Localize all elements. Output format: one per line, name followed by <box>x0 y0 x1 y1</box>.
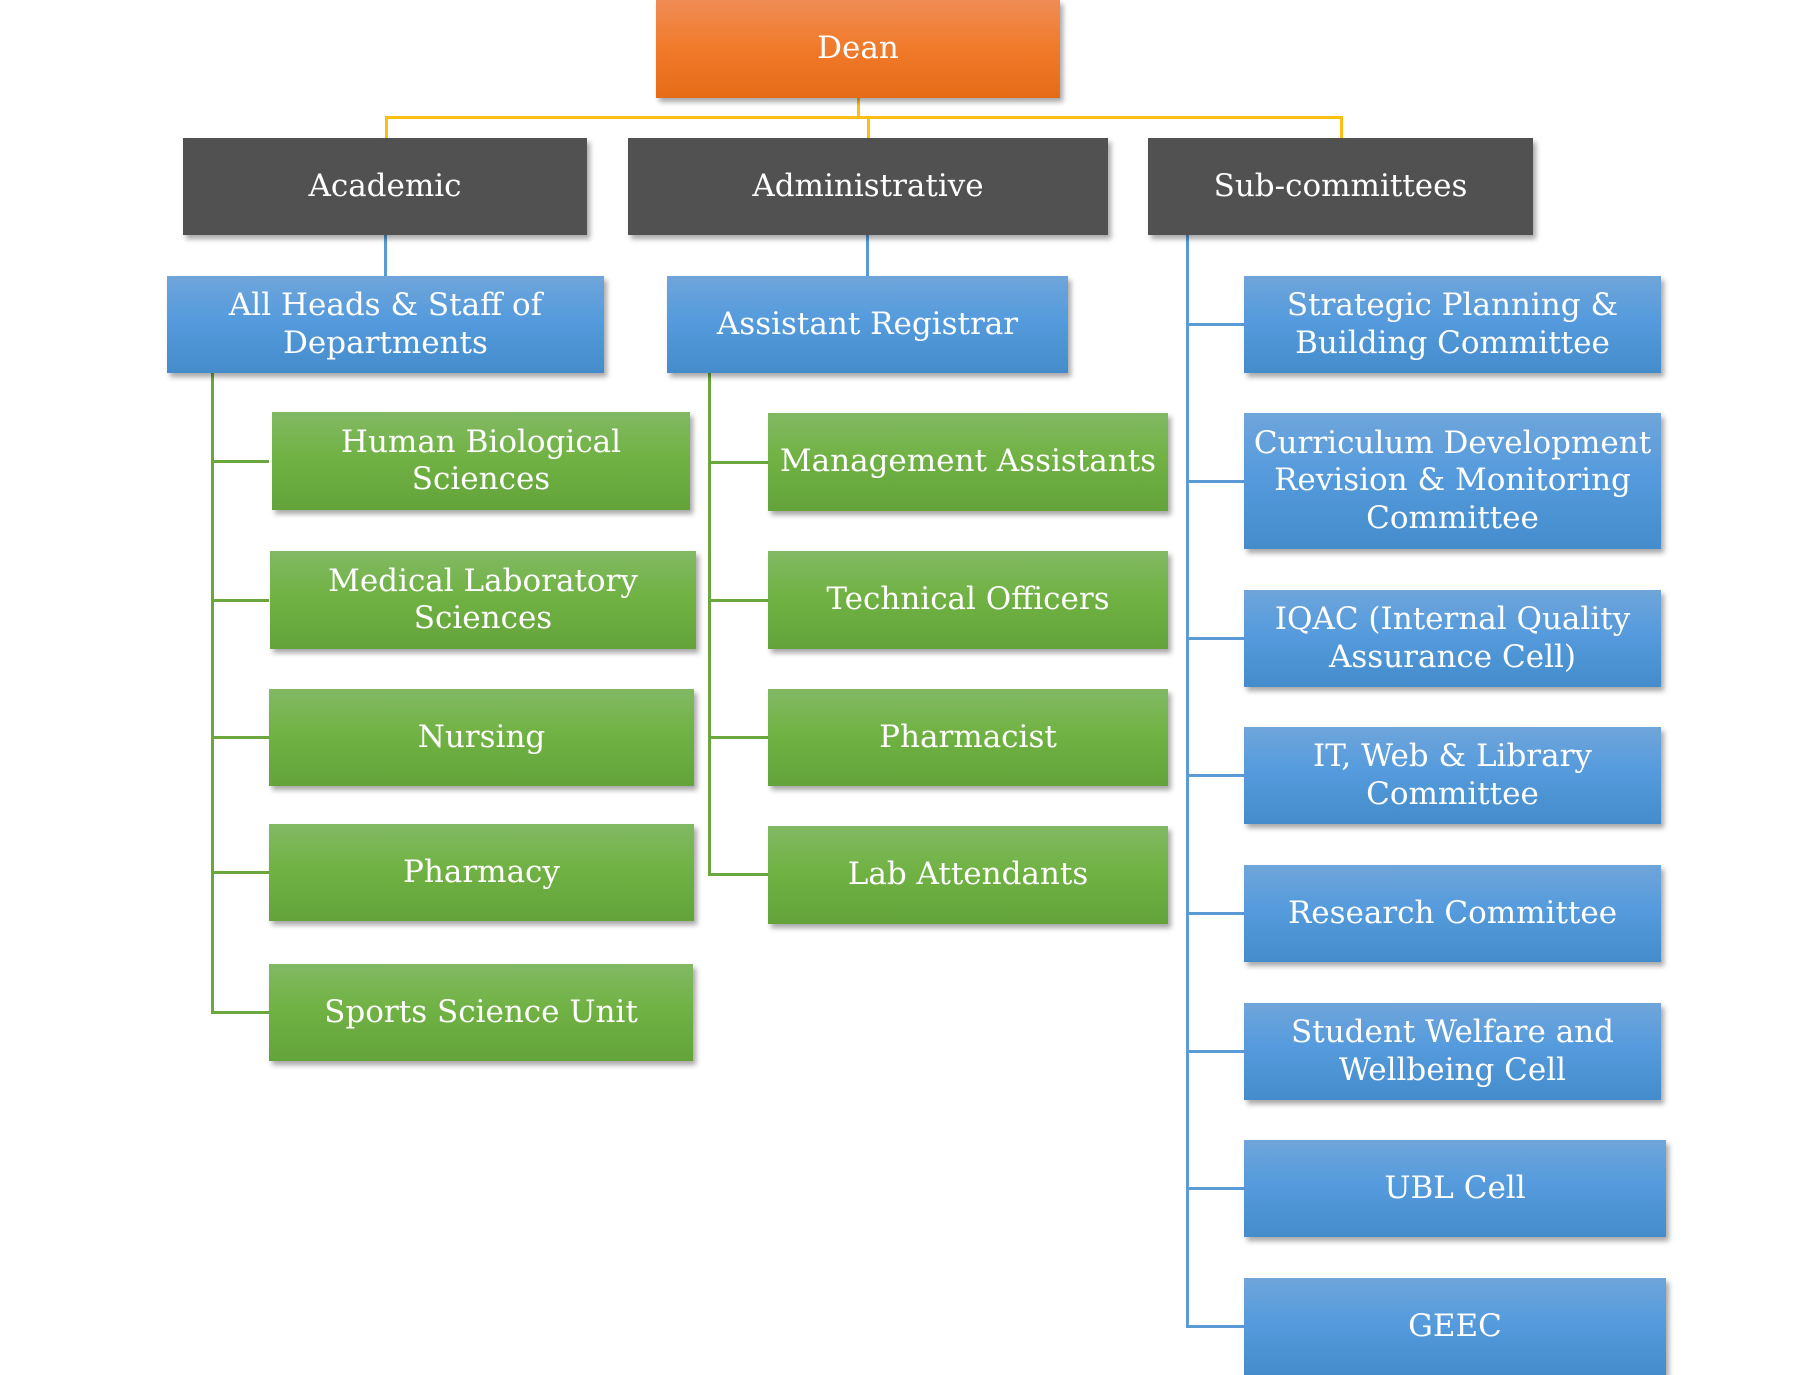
administrative-child-connector <box>708 736 768 739</box>
academic-head-node: All Heads & Staff of Departments <box>167 276 604 373</box>
subcommittee-label: GEEC <box>1408 1307 1502 1344</box>
subcommittee-node: IQAC (Internal Quality Assurance Cell) <box>1244 590 1661 687</box>
subcommittee-label: Strategic Planning & Building Committee <box>1286 287 1619 361</box>
subcommittee-label: Curriculum Development Revision & Monito… <box>1253 425 1652 536</box>
administrative-child-node: Technical Officers <box>768 551 1168 649</box>
academic-child-label: Sports Science Unit <box>324 993 638 1030</box>
subcommittee-node: Research Committee <box>1244 865 1661 962</box>
administrative-children-trunk <box>708 373 711 876</box>
subcommittee-connector <box>1186 1050 1244 1053</box>
administrative-child-node: Lab Attendants <box>768 826 1168 924</box>
academic-child-connector <box>211 736 269 739</box>
connector-administrative-head <box>866 235 869 276</box>
connector-dean-stem <box>857 98 860 117</box>
connector-to-administrative <box>867 116 870 138</box>
academic-child-node: Nursing <box>269 689 694 786</box>
connector-to-academic <box>385 116 388 138</box>
subcommittee-connector <box>1186 637 1244 640</box>
subcommittee-connector <box>1186 1187 1244 1190</box>
subcommittee-connector <box>1186 480 1244 483</box>
administrative-head-node: Assistant Registrar <box>667 276 1068 373</box>
dean-node: Dean <box>656 0 1060 98</box>
subcommittee-label: IQAC (Internal Quality Assurance Cell) <box>1274 601 1631 675</box>
subcommittees-label: Sub-committees <box>1213 167 1468 204</box>
subcommittee-connector <box>1186 1325 1244 1328</box>
connector-to-subcommittees <box>1340 116 1343 138</box>
academic-child-node: Medical Laboratory Sciences <box>270 551 696 649</box>
subcommittees-children-trunk <box>1186 235 1189 1328</box>
academic-child-node: Human Biological Sciences <box>272 412 690 510</box>
administrative-node: Administrative <box>628 138 1108 235</box>
subcommittee-node: Student Welfare and Wellbeing Cell <box>1244 1003 1661 1100</box>
administrative-child-connector <box>708 461 768 464</box>
administrative-child-label: Lab Attendants <box>847 856 1089 893</box>
administrative-child-connector <box>708 873 768 876</box>
subcommittee-label: UBL Cell <box>1384 1169 1526 1206</box>
administrative-child-label: Technical Officers <box>826 581 1110 618</box>
administrative-child-label: Pharmacist <box>879 718 1057 755</box>
subcommittee-label: IT, Web & Library Committee <box>1313 738 1592 812</box>
academic-head-label: All Heads & Staff of Departments <box>228 287 543 361</box>
academic-child-node: Sports Science Unit <box>269 964 693 1061</box>
academic-child-connector <box>211 460 269 463</box>
subcommittee-connector <box>1186 323 1244 326</box>
subcommittee-connector <box>1186 912 1244 915</box>
academic-child-label: Nursing <box>417 718 546 755</box>
academic-child-connector <box>211 1011 269 1014</box>
administrative-head-label: Assistant Registrar <box>716 305 1019 342</box>
subcommittee-node: UBL Cell <box>1244 1140 1666 1237</box>
subcommittee-node: Strategic Planning & Building Committee <box>1244 276 1661 373</box>
administrative-child-connector <box>708 599 768 602</box>
administrative-label: Administrative <box>752 167 984 204</box>
academic-child-label: Human Biological Sciences <box>340 423 622 497</box>
academic-child-connector <box>211 871 269 874</box>
administrative-child-node: Management Assistants <box>768 413 1168 511</box>
academic-child-node: Pharmacy <box>269 824 694 921</box>
subcommittee-label: Student Welfare and Wellbeing Cell <box>1291 1014 1614 1088</box>
administrative-child-label: Management Assistants <box>779 443 1157 480</box>
academic-label: Academic <box>308 167 462 204</box>
academic-child-connector <box>211 599 269 602</box>
academic-children-trunk <box>211 373 214 1013</box>
academic-node: Academic <box>183 138 587 235</box>
subcommittee-connector <box>1186 774 1244 777</box>
subcommittee-node: GEEC <box>1244 1278 1666 1375</box>
dean-label: Dean <box>817 30 899 67</box>
subcommittees-node: Sub-committees <box>1148 138 1533 235</box>
academic-child-label: Pharmacy <box>403 853 560 890</box>
connector-academic-head <box>384 235 387 276</box>
subcommittee-node: Curriculum Development Revision & Monito… <box>1244 413 1661 549</box>
academic-child-label: Medical Laboratory Sciences <box>328 562 638 636</box>
administrative-child-node: Pharmacist <box>768 689 1168 786</box>
subcommittee-label: Research Committee <box>1287 894 1618 931</box>
subcommittee-node: IT, Web & Library Committee <box>1244 727 1661 824</box>
connector-dean-bar <box>385 116 1343 119</box>
